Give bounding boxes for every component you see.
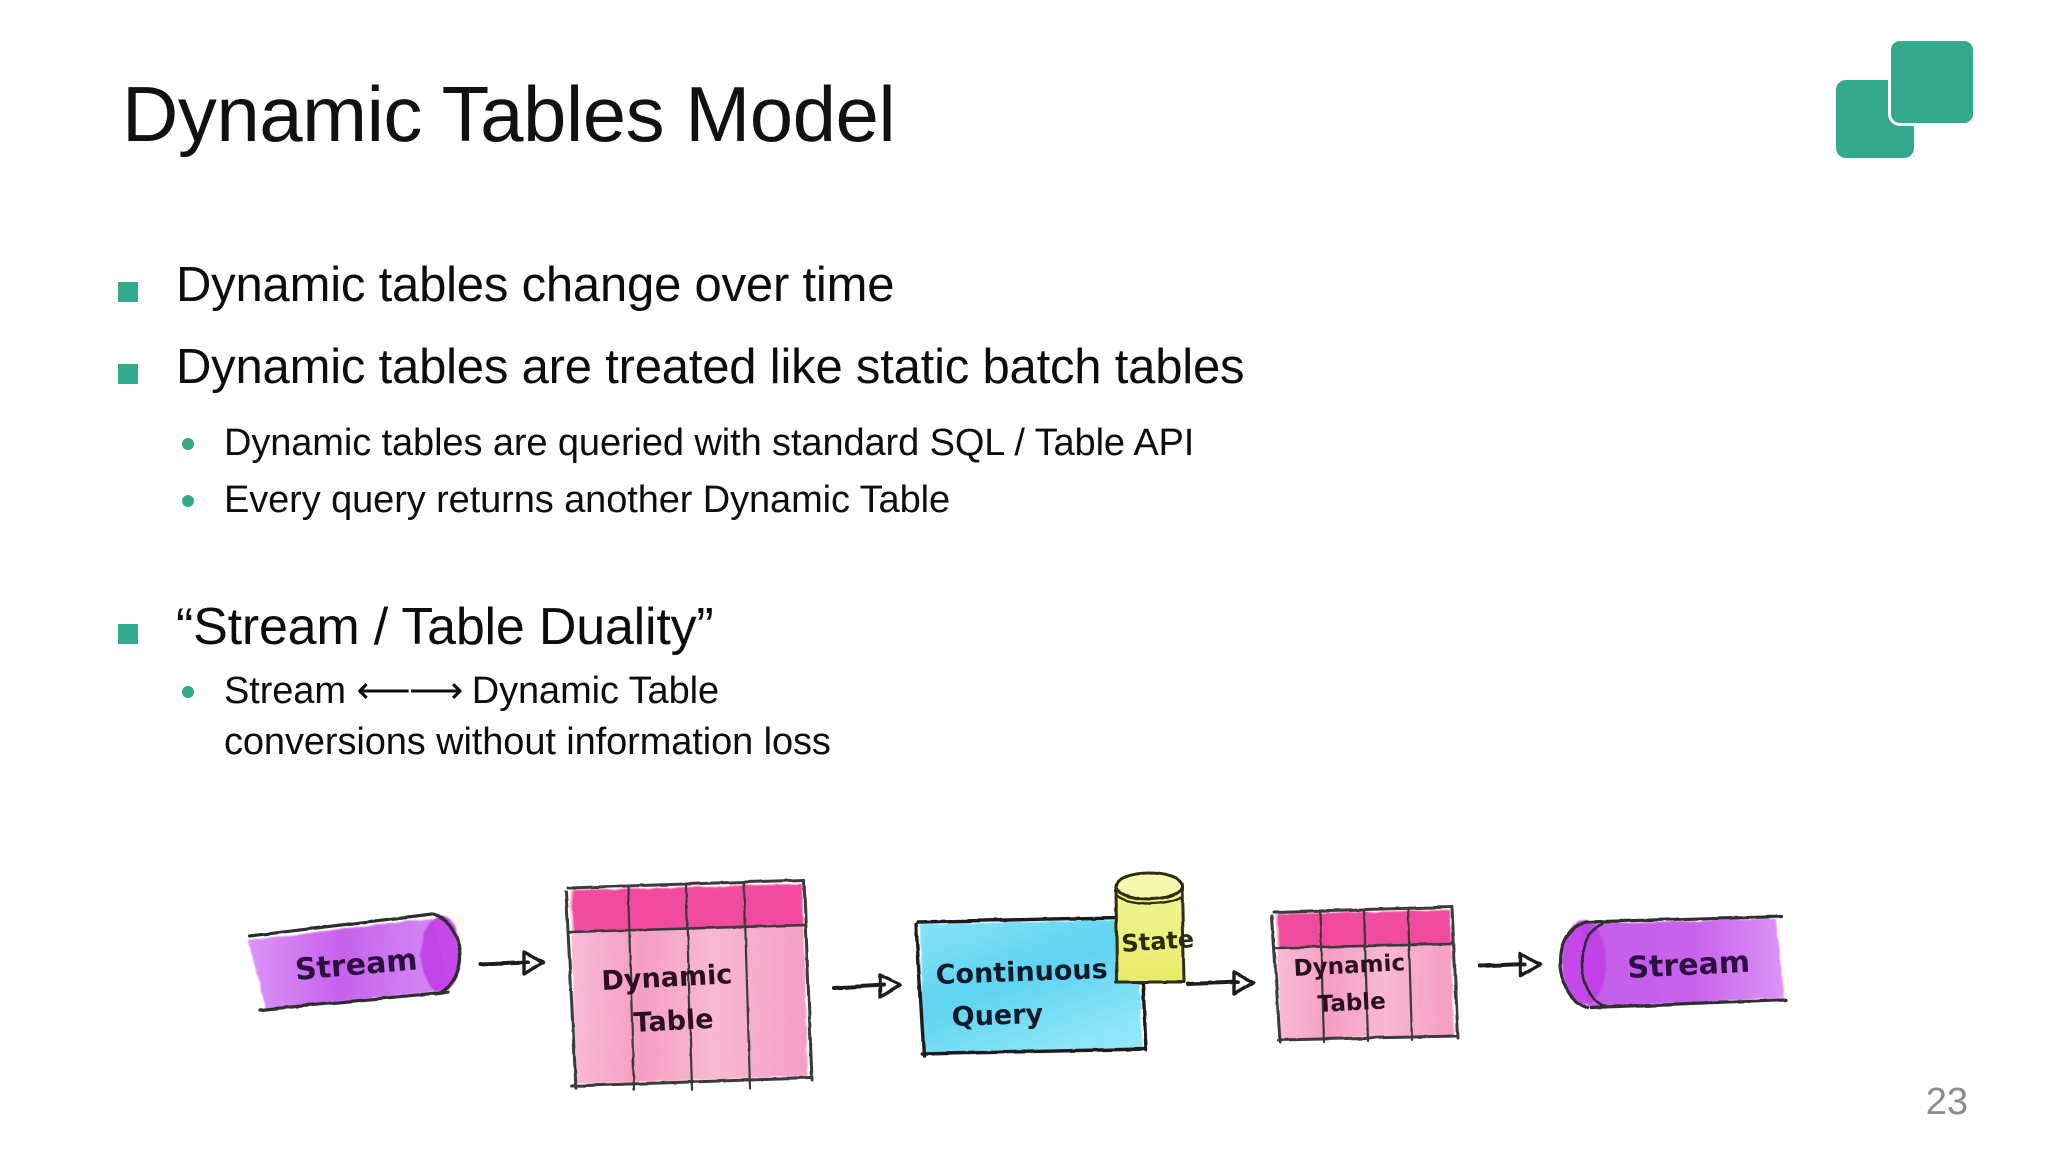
- square-bullet-icon: [118, 363, 138, 384]
- logo-square-front: [1888, 38, 1976, 126]
- sub-bullet-text: Every query returns another Dynamic Tabl…: [224, 479, 950, 522]
- slide-body: Dynamic tables change over time Dynamic …: [118, 258, 1938, 774]
- dynamic-table-1-label-line2: Table: [633, 1004, 715, 1039]
- stream-out-label: Stream: [1627, 945, 1751, 986]
- dynamic-table-2-outline: [1270, 905, 1460, 1044]
- bullet-item-3: “Stream / Table Duality”: [118, 598, 1938, 657]
- sub-bullet-item-1: Dynamic tables are queried with standard…: [182, 418, 1938, 469]
- conversion-note: conversions without information loss: [224, 720, 831, 763]
- dot-bullet-icon: [182, 495, 194, 508]
- state-outline: [1114, 871, 1186, 984]
- dot-bullet-icon: [182, 437, 194, 450]
- state-label: State: [1120, 925, 1194, 958]
- bullet-text: Dynamic tables are treated like static b…: [176, 339, 1245, 394]
- diagram-node-state: [1116, 873, 1184, 982]
- page-number: 23: [1925, 1081, 1968, 1123]
- square-bullet-icon: [118, 624, 138, 645]
- diagram-node-stream-in: [248, 916, 461, 1010]
- bullet-text: “Stream / Table Duality”: [176, 598, 714, 657]
- dynamic-table-2-label-line2: Table: [1317, 988, 1386, 1018]
- bullet-text: Dynamic tables change over time: [176, 258, 895, 312]
- dynamic-table-label: Dynamic Table: [461, 669, 719, 712]
- square-bullet-icon: [118, 282, 138, 302]
- diagram-arrow-1: [478, 950, 546, 976]
- slide-title: Dynamic Tables Model: [122, 70, 896, 158]
- continuous-query-label-line2: Query: [951, 999, 1044, 1033]
- stream-table-duality-diagram: Stream Dynamic Table Continuous Query: [236, 862, 1816, 1112]
- sub-bullet-item-2: Every query returns another Dynamic Tabl…: [182, 475, 1938, 526]
- diagram-node-stream-out: [1562, 918, 1784, 1008]
- diagram-arrow-4: [1478, 952, 1542, 978]
- continuous-query-label-line1: Continuous: [935, 954, 1108, 991]
- bullet-item-1: Dynamic tables change over time: [118, 258, 1938, 314]
- dynamic-table-1-outline: [564, 878, 814, 1092]
- stream-label: Stream: [224, 669, 357, 712]
- bullet-item-2: Dynamic tables are treated like static b…: [118, 340, 1938, 396]
- continuous-query-outline: [914, 915, 1148, 1058]
- dot-bullet-icon: [182, 685, 194, 698]
- diagram-node-continuous-query: [920, 920, 1142, 1054]
- sub-bullet-text: Dynamic tables are queried with standard…: [224, 421, 1195, 464]
- dynamic-table-2-label-line1: Dynamic: [1293, 950, 1406, 982]
- sub-bullet-text-conversion: Stream ⟵⟶ Dynamic Table conversions witho…: [224, 666, 831, 769]
- bidirectional-arrow-icon: ⟵⟶: [356, 669, 463, 712]
- brand-logo: [1836, 38, 1976, 158]
- spacer: [118, 532, 1938, 566]
- sub-bullet-list: Dynamic tables are queried with standard…: [182, 418, 1938, 527]
- stream-out-outline: [1558, 914, 1788, 1010]
- sub-bullet-list-2: Stream ⟵⟶ Dynamic Table conversions witho…: [182, 666, 1938, 769]
- diagram-arrow-2: [832, 973, 902, 999]
- sub-bullet-item-3: Stream ⟵⟶ Dynamic Table conversions witho…: [182, 666, 1938, 769]
- diagram-arrow-3: [1186, 970, 1256, 996]
- dynamic-table-1-label-line1: Dynamic: [601, 959, 733, 997]
- stream-in-outline: [248, 912, 462, 1012]
